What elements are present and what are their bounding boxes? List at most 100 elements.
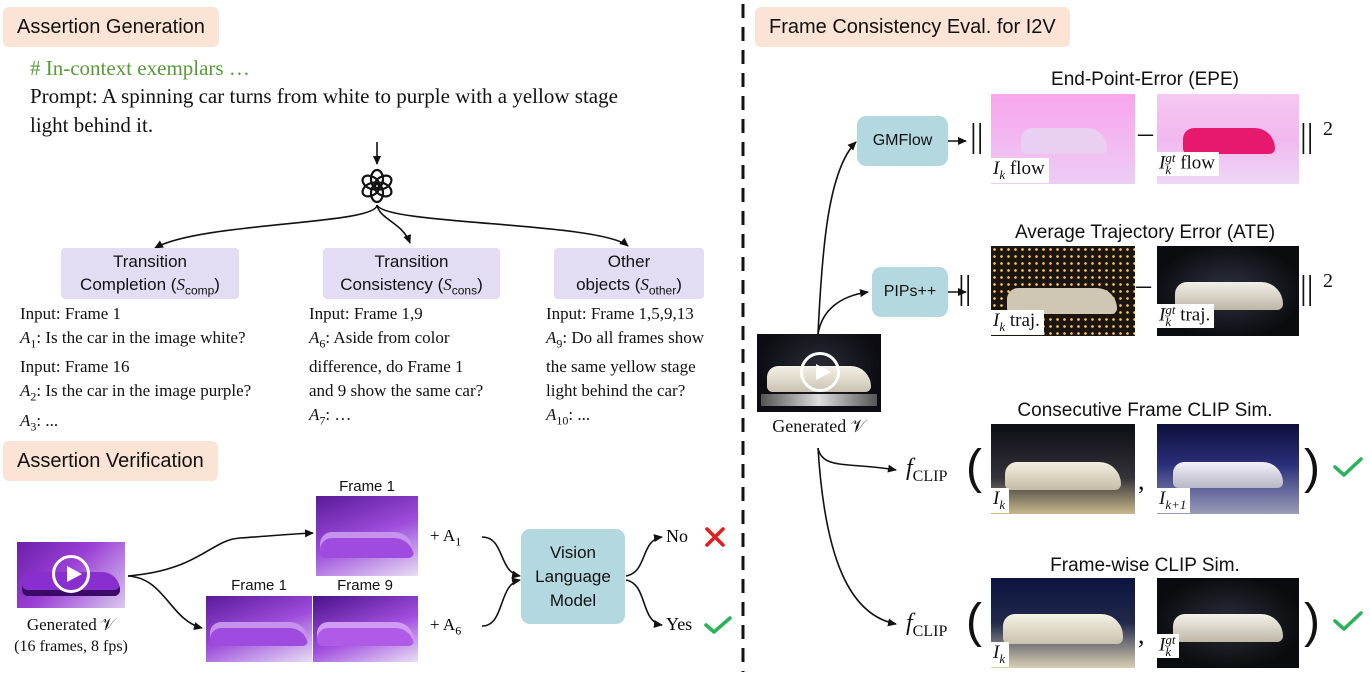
question-text: : ... — [568, 405, 591, 425]
traj-text: traj. — [1180, 304, 1211, 326]
play-button-icon[interactable] — [52, 555, 90, 593]
assertion-symbol: A — [546, 328, 557, 347]
generated-video-label-right: Generated 𝒱 — [772, 416, 866, 436]
close-paren: ) — [1304, 595, 1320, 648]
ik-traj-label: Ik traj. — [989, 310, 1044, 335]
s-symbol: S — [443, 275, 452, 294]
vlm-line-3: Model — [549, 590, 597, 610]
question-line: A3: ... — [20, 409, 251, 438]
generated-video-thumbnail[interactable] — [17, 542, 125, 608]
category-other-objects: Other objects (Sother) — [554, 248, 704, 299]
category-line-1: Transition — [112, 252, 187, 271]
framewise-clip-title: Frame-wise CLIP Sim. — [1050, 555, 1240, 576]
assertion-verification-header: Assertion Verification — [3, 441, 218, 481]
comma: , — [1138, 466, 1145, 495]
clip-subscript: CLIP — [912, 622, 948, 640]
generated-video-thumbnail-right[interactable] — [757, 334, 881, 412]
f-clip-label: fCLIP — [906, 455, 947, 486]
category-name: objects — [576, 275, 630, 294]
k-subscript: k — [1165, 644, 1172, 659]
prompt-line-1: Prompt: A spinning car turns from white … — [30, 84, 618, 108]
category-line-2: Completion (Scomp) — [80, 275, 220, 298]
question-text: : Do all frames show — [562, 328, 705, 347]
play-button-icon[interactable] — [800, 352, 840, 392]
ik-label: Ik — [989, 642, 1010, 667]
category-line-2: objects (Sother) — [576, 275, 682, 298]
generated-video-sub: (16 frames, 8 fps) — [14, 638, 128, 655]
category-line-1: Other — [607, 252, 651, 271]
plus-a6-label: + A6 — [430, 615, 461, 638]
cross-icon — [705, 527, 725, 547]
k-subscript: k — [999, 166, 1006, 182]
vlm-line-1: Vision — [550, 542, 596, 562]
frame-k-gt-thumbnail — [1157, 578, 1299, 668]
gt-superscript: gt — [1165, 302, 1176, 317]
norm-bar-left: || — [958, 270, 972, 307]
category-transition-completion: Transition Completion (Scomp) — [61, 248, 239, 299]
frame-top-label: Frame 1 — [339, 478, 395, 495]
video-to-frame1-arrow — [127, 529, 314, 577]
category-line-2: Consistency (Scons) — [340, 275, 483, 298]
play-triangle — [67, 566, 82, 582]
question-text: Input: Frame 1,5,9,13 — [546, 304, 694, 323]
k-subscript: k — [1165, 314, 1172, 329]
vision-language-model-box: Vision Language Model — [521, 529, 625, 624]
frame-9-thumbnail — [313, 596, 418, 662]
f-symbol: f — [906, 455, 913, 481]
question-text: the same yellow stage — [546, 357, 696, 377]
plus-a-text: + A — [430, 526, 456, 545]
check-icon — [1333, 611, 1363, 631]
k-subscript: k — [999, 496, 1006, 512]
question-line: A10: ... — [546, 403, 704, 432]
question-line: Input: Frame 1 — [20, 302, 251, 326]
assertion-subscript: 1 — [30, 336, 37, 351]
i-symbol: I — [1159, 488, 1166, 509]
open-paren: ( — [966, 441, 982, 494]
gt-superscript: gt — [1165, 632, 1176, 647]
video-to-gmflow-arrow — [817, 141, 857, 335]
k1-subscript: k+1 — [1165, 496, 1187, 512]
no-label: No — [666, 526, 688, 546]
plus-a-text: + A — [430, 615, 456, 634]
a-subscript: 6 — [455, 623, 462, 638]
question-text: : Is the car in the image white? — [36, 328, 246, 347]
question-text: : Is the car in the image purple? — [36, 381, 252, 401]
car-shape — [1007, 288, 1117, 314]
s-subscript: comp — [184, 283, 215, 298]
llm-knot-icon — [361, 168, 393, 204]
floor-light — [761, 394, 877, 406]
open-paren: ( — [966, 595, 982, 648]
vlm-to-yes-arrow — [625, 579, 663, 628]
s-subscript: cons — [451, 283, 478, 298]
s-symbol: S — [640, 275, 649, 294]
yes-label: Yes — [666, 614, 693, 634]
llm-to-completion-arrow — [154, 204, 378, 249]
question-text: : … — [325, 405, 352, 425]
llm-to-other-arrow — [376, 204, 629, 247]
play-triangle — [816, 364, 831, 380]
s-subscript: other — [648, 283, 677, 298]
video-to-fcs-arrow — [817, 447, 897, 627]
car-shape — [1173, 462, 1283, 488]
assertion-symbol: A — [309, 405, 320, 425]
in-context-comment: # In-context exemplars … — [30, 56, 250, 80]
i-symbol: I — [993, 642, 1000, 663]
comma: , — [1138, 620, 1145, 649]
assertion-symbol: A — [20, 328, 31, 347]
f-clip-label: fCLIP — [906, 610, 947, 641]
s-symbol: S — [176, 275, 185, 294]
assertion-subscript: 6 — [319, 336, 326, 351]
question-line: A1: Is the car in the image white? — [20, 326, 251, 355]
question-text: : Aside from color — [325, 328, 450, 347]
ik-flow-label: Ik flow — [989, 158, 1049, 183]
assertion-subscript: 9 — [556, 336, 563, 351]
video-to-pips-arrow — [817, 289, 869, 335]
question-line: A6: Aside from color — [309, 326, 483, 355]
category-transition-consistency: Transition Consistency (Scons) — [323, 248, 500, 299]
question-line: Input: Frame 1,5,9,13 — [546, 302, 704, 326]
